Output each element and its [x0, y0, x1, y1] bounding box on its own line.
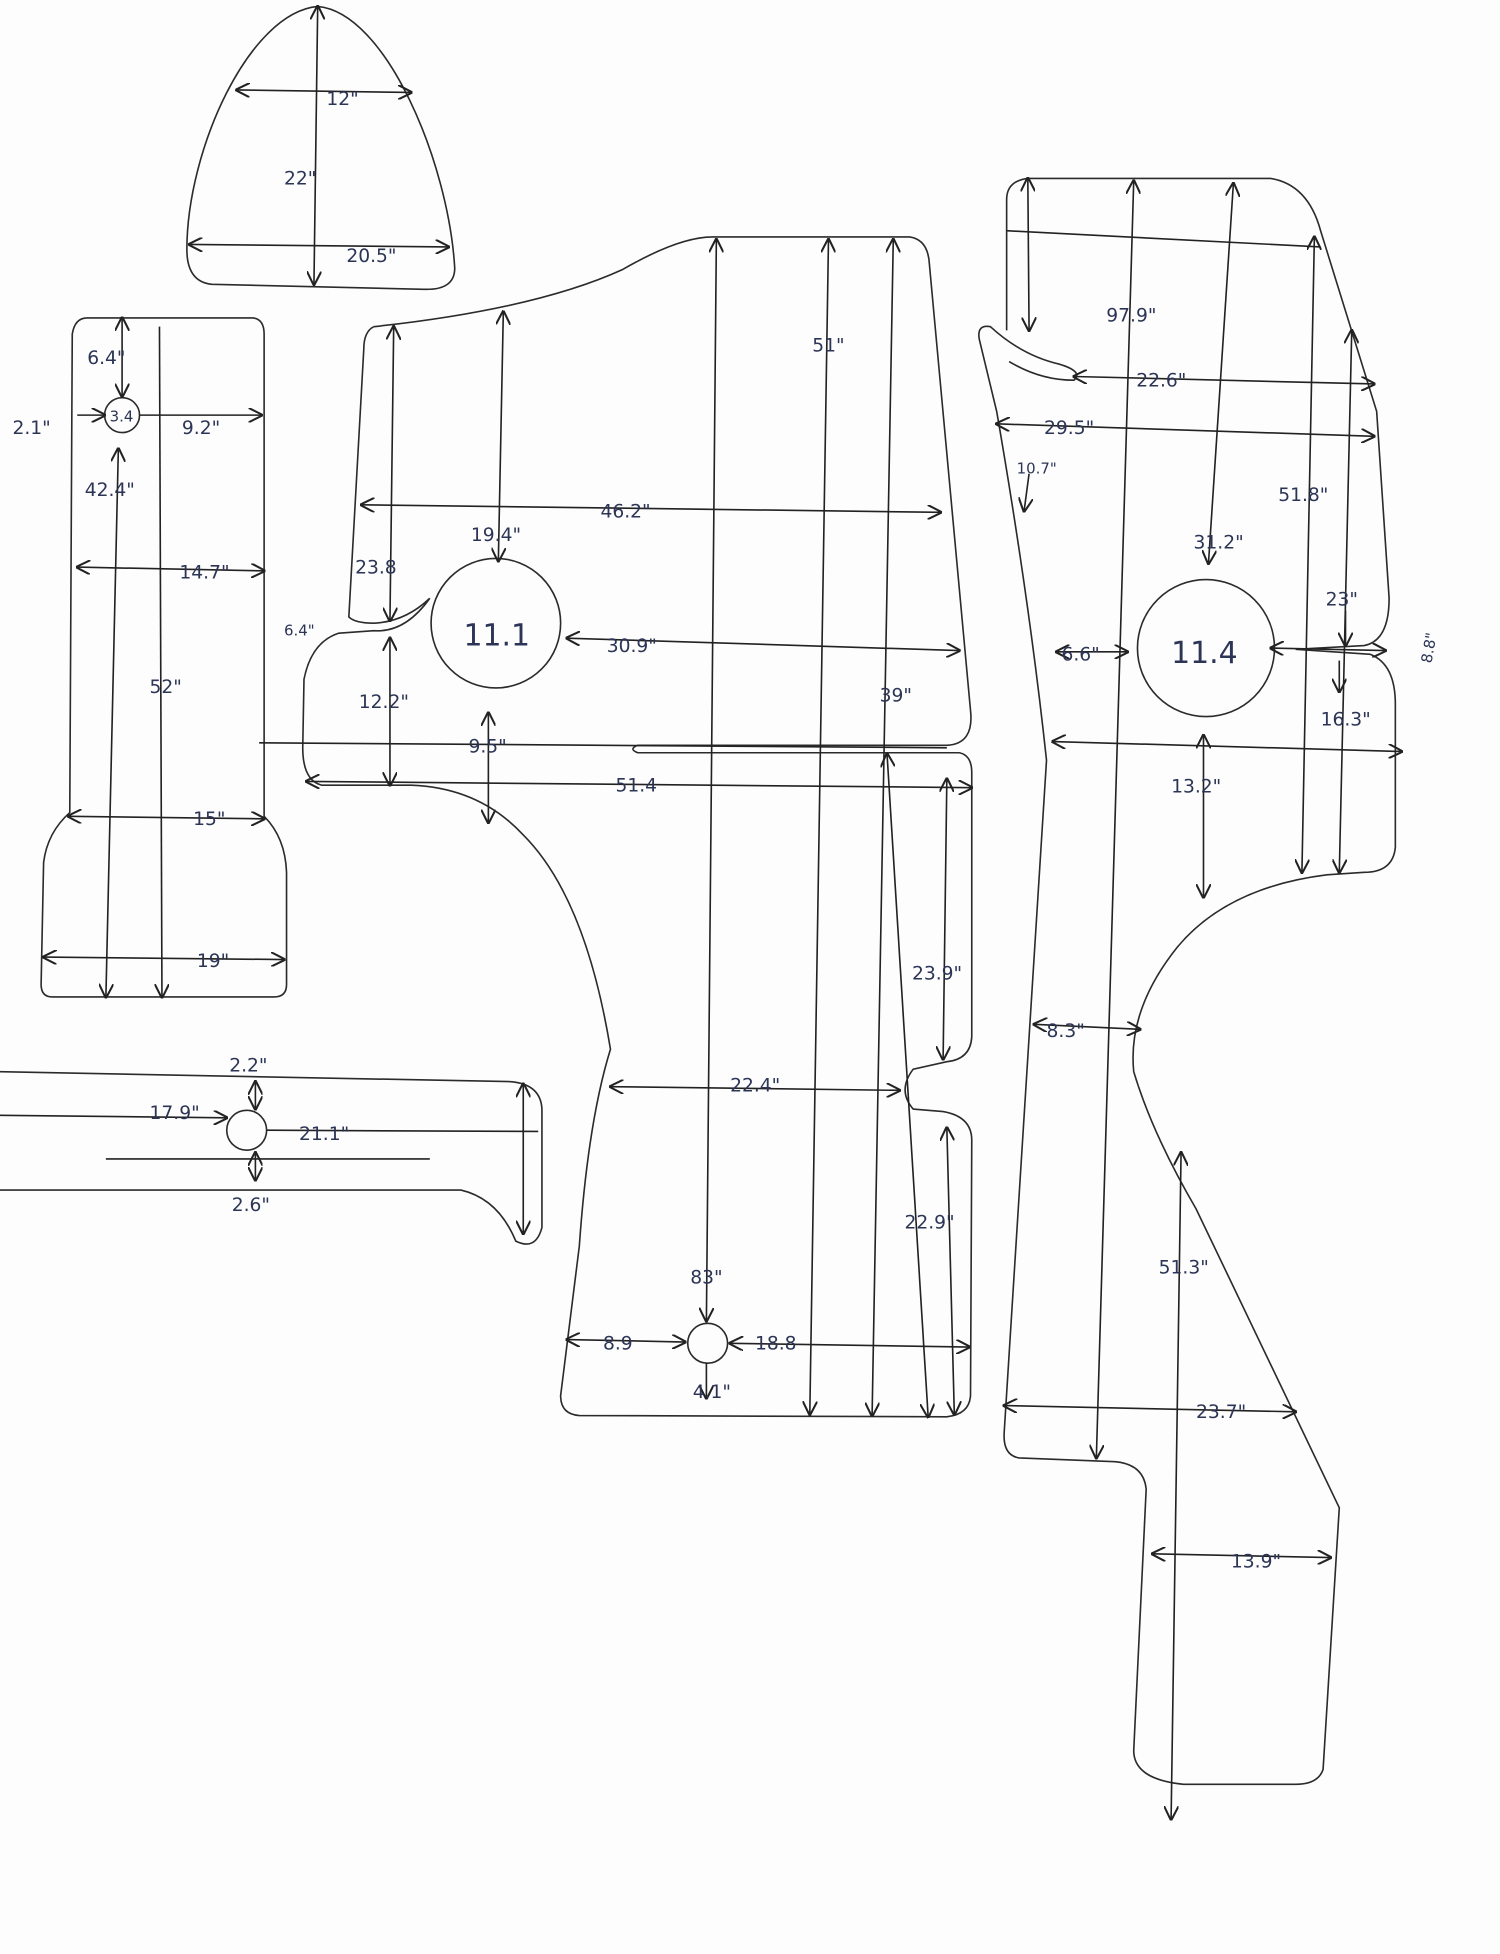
dimension-line: [997, 424, 1374, 436]
label: 42.4": [85, 480, 135, 501]
dimension-lines: [0, 6, 1402, 1819]
label: 19.4": [471, 525, 521, 546]
bar-hole: [225, 1109, 268, 1151]
dimension-line: [610, 1087, 899, 1091]
label: 6.4": [284, 622, 315, 640]
label: 52": [150, 677, 182, 698]
dimension-line: [498, 312, 503, 561]
left-strip-piece: [40, 317, 288, 998]
label: 51": [812, 336, 844, 357]
label: 22.6": [1136, 370, 1186, 391]
dimension-line: [1028, 178, 1029, 330]
label: 30.9": [607, 636, 657, 657]
label: 9.5": [468, 737, 506, 758]
dimension-line: [1271, 648, 1386, 650]
dimension-line: [730, 1343, 969, 1347]
label: 83": [690, 1267, 722, 1288]
label: 29.5": [1044, 418, 1094, 439]
middle-piece: [301, 236, 973, 1418]
dimension-line: [1096, 181, 1133, 1458]
dimension-line: [567, 1340, 685, 1342]
dimension-line: [1171, 1153, 1181, 1820]
label: 17.9": [150, 1103, 200, 1124]
dimension-line: [44, 957, 284, 959]
dimension-line: [947, 1128, 954, 1415]
dimension-line: [106, 449, 118, 997]
label: 6.4": [87, 348, 125, 369]
label: 51.4: [615, 775, 657, 796]
dimension-line: [159, 326, 161, 997]
dimension-line: [266, 1129, 539, 1133]
label: 39": [880, 686, 912, 707]
label: 8.9: [603, 1334, 633, 1355]
label: 8.3": [1047, 1021, 1085, 1042]
label: 10.7": [1017, 460, 1057, 478]
label: 22.4": [730, 1076, 780, 1097]
dimension-line: [1074, 377, 1374, 384]
label: 51.3": [1159, 1258, 1209, 1279]
label: 46.2": [600, 501, 650, 522]
label: 16.3": [1321, 709, 1371, 730]
label: 23.9": [912, 963, 962, 984]
dimension-line: [361, 505, 940, 512]
label: 21.1": [299, 1124, 349, 1145]
dimension-line: [1034, 1024, 1140, 1029]
dimension-line: [69, 816, 265, 818]
dimension-line: [77, 567, 264, 571]
label: 9.2": [182, 418, 220, 439]
label: 22.9": [904, 1213, 954, 1234]
dimension-line: [810, 239, 829, 1414]
label: 13.2": [1171, 777, 1221, 798]
middle-hole: [686, 1322, 729, 1365]
label: 2.2": [229, 1056, 267, 1077]
label: 15": [193, 809, 225, 830]
dimension-line: [1006, 229, 1321, 248]
label: 51.8": [1278, 485, 1328, 506]
right-piece: [978, 177, 1397, 1786]
label: 13.9": [1231, 1552, 1281, 1573]
label: 31.2": [1194, 532, 1244, 553]
dimension-line: [1053, 742, 1402, 752]
label: 4.1": [693, 1382, 731, 1403]
dimension-line: [1302, 237, 1314, 872]
label: 23": [1326, 590, 1358, 611]
dimension-line: [390, 327, 394, 621]
dimension-line: [887, 754, 928, 1417]
label: 14.7": [179, 562, 229, 583]
label: 22": [284, 169, 316, 190]
label: 8.8": [1418, 631, 1441, 664]
dimension-line: [1208, 183, 1233, 563]
label: 3.4: [110, 407, 134, 425]
dimension-line: [314, 6, 318, 284]
dimension-line: [189, 244, 448, 246]
dimension-line: [872, 239, 893, 1415]
label: 20.5": [346, 246, 396, 267]
label: 19": [197, 951, 229, 972]
dimension-line: [237, 90, 411, 92]
top-bell-piece: [186, 5, 456, 291]
label: 2.1": [12, 418, 50, 439]
dimension-line: [706, 239, 716, 1320]
label: 6.6": [1061, 645, 1099, 666]
label: 18.8: [755, 1334, 797, 1355]
label: 23.7": [1196, 1402, 1246, 1423]
dimension-line: [1024, 473, 1029, 511]
label: 2.6": [232, 1195, 270, 1216]
label: 11.4: [1171, 636, 1238, 671]
label: 12.2": [359, 692, 409, 713]
dimension-line: [1004, 1406, 1296, 1412]
label: 23.8: [355, 557, 397, 578]
label: 11.1: [463, 619, 530, 654]
dimension-line: [306, 781, 971, 787]
dimension-line: [943, 779, 947, 1059]
dimension-line: [0, 1115, 227, 1117]
dimension-line: [1152, 1554, 1330, 1558]
bottom-bar-piece: [0, 1070, 543, 1245]
label: 12": [326, 89, 358, 110]
label: 97.9": [1106, 306, 1156, 327]
